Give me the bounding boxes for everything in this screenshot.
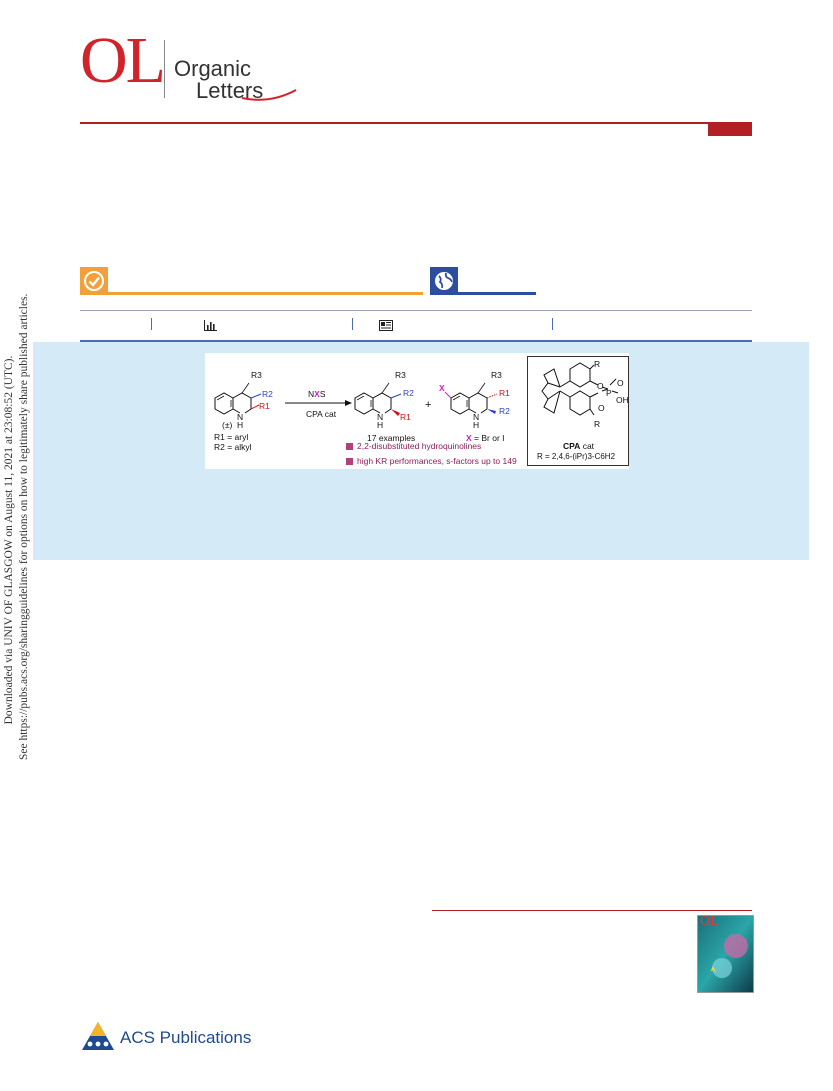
open-access-badge[interactable] xyxy=(80,267,108,295)
globe-icon xyxy=(435,272,453,290)
catalyst-o-label: O xyxy=(597,381,604,391)
header-tab xyxy=(708,124,752,136)
publisher-name[interactable]: ACS Publications xyxy=(120,1028,252,1047)
product1-n-label: N xyxy=(377,412,384,422)
substrate-r2-label: R2 xyxy=(262,389,273,399)
product2-n-label: N xyxy=(473,412,480,422)
product2-r2-label: R2 xyxy=(499,406,510,416)
catalyst-oh-label: OH xyxy=(616,395,629,405)
cc-license-rule xyxy=(458,292,536,295)
catalyst-r-top: R xyxy=(594,359,601,369)
header-rule xyxy=(80,122,752,124)
r1-definition: R1 = aryl xyxy=(214,432,249,442)
acs-logo-icon xyxy=(82,1022,114,1050)
product2-nh-label: H xyxy=(473,420,480,430)
substrate-r1-label: R1 xyxy=(259,401,270,411)
journal-cover-thumbnail[interactable] xyxy=(697,915,754,993)
substrate-nh-label: H xyxy=(237,420,244,430)
product2-x-label: X xyxy=(439,383,445,393)
metrics-bottom-rule xyxy=(80,340,752,342)
highlight-2: high KR performances, s-factors up to 14… xyxy=(357,456,517,466)
product2-r1-label: R1 xyxy=(499,388,510,398)
product2-r3-label: R3 xyxy=(491,370,502,380)
cover-image-icon xyxy=(698,916,753,992)
cc-license-badge[interactable] xyxy=(430,267,458,295)
substrate-n-label: N xyxy=(237,412,244,422)
cover-logo: OL xyxy=(700,914,719,929)
product1-nh-label: H xyxy=(377,420,384,430)
catalyst-o-label-2: O xyxy=(598,403,605,413)
substrate-r3-label: R3 xyxy=(251,370,262,380)
r2-definition: R2 = alkyl xyxy=(214,442,252,452)
product1-caption: 17 examples xyxy=(367,433,416,443)
journal-name-line1: Organic xyxy=(174,56,252,81)
metrics-separator xyxy=(151,318,152,330)
highlight-1: 2,2-disubstituted hydroquinolines xyxy=(357,441,482,451)
bar-chart-icon[interactable] xyxy=(204,320,217,331)
product1-r3-label: R3 xyxy=(395,370,406,380)
open-access-rule xyxy=(108,292,423,295)
catalyst-o-dbl-label: O xyxy=(617,378,624,388)
download-note-line2[interactable]: See https://pubs.acs.org/sharingguidelin… xyxy=(18,293,30,760)
racemic-label: (±) xyxy=(222,420,233,430)
metrics-top-rule xyxy=(80,310,752,311)
catalyst-structure-drawing xyxy=(541,362,619,416)
catalyst-r-definition: R = 2,4,6-(iPr)3-C6H2 xyxy=(537,452,616,461)
metrics-separator xyxy=(352,318,353,330)
reagent-label: NXS xyxy=(308,389,326,399)
check-icon xyxy=(84,271,104,291)
catalyst-structure-box xyxy=(527,356,629,466)
product2-caption: X = Br or I xyxy=(466,433,505,443)
reaction-scheme-drawing xyxy=(214,382,498,416)
download-note: Downloaded via UNIV OF GLASGOW on August… xyxy=(2,293,46,760)
plus-sign: + xyxy=(425,399,432,411)
catalyst-name: CPA cat xyxy=(563,441,595,451)
catalyst-p-label: P xyxy=(606,388,612,398)
journal-name-line2: Letters xyxy=(196,78,264,103)
product1-r1-label: R1 xyxy=(400,412,411,422)
logo-swoosh-icon xyxy=(241,89,297,101)
catalyst-label: CPA cat xyxy=(306,409,337,419)
highlight-bullet-icon xyxy=(346,443,353,450)
download-note-line1: Downloaded via UNIV OF GLASGOW on August… xyxy=(3,355,15,725)
footer-rule xyxy=(432,910,752,911)
product1-r2-label: R2 xyxy=(403,388,414,398)
highlight-bullet-icon xyxy=(346,458,353,465)
article-recommendations-icon[interactable] xyxy=(379,320,393,331)
logo-divider xyxy=(164,40,165,98)
journal-logo-abbrev: OL xyxy=(80,24,166,97)
metrics-separator xyxy=(552,318,553,330)
catalyst-r-bottom: R xyxy=(594,419,601,429)
